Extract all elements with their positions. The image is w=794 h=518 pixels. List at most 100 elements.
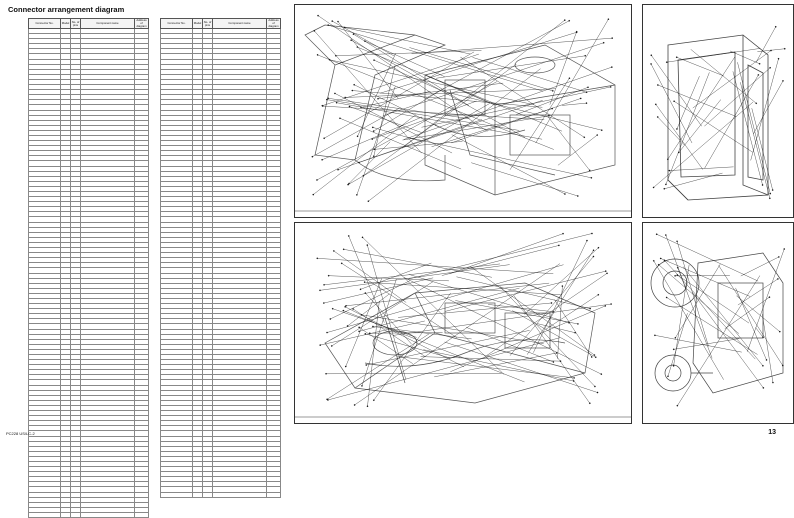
- callout-lines: [312, 15, 613, 202]
- callout-dot: [784, 48, 785, 49]
- callout-line: [355, 264, 560, 405]
- callout-dot: [601, 130, 602, 131]
- diagram-machine-detail: [294, 222, 632, 424]
- callout-line: [452, 135, 565, 194]
- diagram-machine-overview: [294, 4, 632, 218]
- callout-dot: [351, 40, 352, 41]
- callout-line: [704, 68, 770, 126]
- callout-dot: [778, 58, 779, 59]
- callout-dot: [353, 308, 354, 309]
- callout-line: [558, 135, 597, 165]
- callout-line: [537, 324, 575, 333]
- callout-line: [328, 25, 543, 91]
- callout-dot: [314, 30, 315, 31]
- callout-line: [677, 76, 700, 129]
- callout-dot: [676, 128, 677, 129]
- callout-dot: [612, 38, 613, 39]
- callout-dot: [778, 256, 779, 257]
- callout-line: [344, 249, 492, 277]
- callout-dot: [769, 198, 770, 199]
- callout-dot: [589, 170, 590, 171]
- connector-table-left: Connector No. Model No. of pins Componen…: [28, 18, 149, 518]
- callout-dot: [665, 184, 666, 185]
- callout-dot: [782, 365, 783, 366]
- callout-dot: [558, 245, 559, 246]
- callout-dot: [372, 326, 373, 327]
- callout-dot: [664, 188, 665, 189]
- callout-dot: [772, 382, 773, 383]
- callout-dot: [339, 118, 340, 119]
- machine-overview-drawing: [295, 5, 631, 217]
- callout-dot: [595, 357, 596, 358]
- callout-line: [330, 60, 534, 105]
- callout-line: [661, 258, 750, 296]
- callout-line: [664, 173, 722, 189]
- callout-line: [548, 117, 590, 171]
- callout-line: [736, 296, 779, 332]
- callout-dot: [594, 354, 595, 355]
- callout-line: [317, 81, 497, 179]
- callout-dot: [365, 333, 366, 334]
- callout-dot: [770, 67, 771, 68]
- callout-dot: [762, 365, 763, 366]
- callout-line: [679, 100, 721, 153]
- callout-dot: [675, 275, 676, 276]
- callout-dot: [586, 103, 587, 104]
- callout-dot: [779, 331, 780, 332]
- page-number: 13: [768, 429, 776, 436]
- callout-line: [318, 16, 487, 132]
- callout-dot: [568, 322, 569, 323]
- table-cell: [267, 492, 281, 497]
- callout-dot: [759, 63, 760, 64]
- callout-line: [554, 299, 591, 357]
- callout-dot: [650, 63, 651, 64]
- callout-dot: [367, 406, 368, 407]
- table-cell: [193, 492, 203, 497]
- callout-dot: [548, 115, 549, 116]
- callout-line: [324, 264, 500, 285]
- connector-table-right: Connector No. Model No. of pins Componen…: [160, 18, 281, 498]
- callout-dot: [580, 98, 581, 99]
- callout-line: [664, 260, 755, 359]
- callout-line: [425, 21, 569, 99]
- callout-dot: [312, 156, 313, 157]
- callout-dot: [332, 21, 333, 22]
- callout-dot: [373, 131, 374, 132]
- callout-line: [367, 245, 406, 380]
- callout-dot: [377, 98, 378, 99]
- callout-dot: [337, 21, 338, 22]
- callout-dot: [770, 193, 771, 194]
- callout-dot: [361, 385, 362, 386]
- callout-line: [327, 100, 519, 131]
- callout-dot: [772, 189, 773, 190]
- callout-dot: [354, 84, 355, 85]
- callout-dot: [359, 327, 360, 328]
- header-connector-no: Connector No.: [161, 19, 193, 29]
- callout-dot: [777, 278, 778, 279]
- engine-drawing: [643, 223, 793, 423]
- callout-line: [516, 87, 588, 114]
- callout-dot: [782, 80, 783, 81]
- callout-dot: [593, 256, 594, 257]
- table-cell: [29, 512, 61, 517]
- callout-dot: [373, 60, 374, 61]
- callout-dot: [574, 377, 575, 378]
- callout-line: [336, 50, 482, 55]
- callout-dot: [676, 241, 677, 242]
- callout-dot: [553, 361, 554, 362]
- callout-dot: [337, 169, 338, 170]
- callout-line: [514, 296, 590, 403]
- callout-dot: [589, 403, 590, 404]
- callout-dot: [673, 349, 674, 350]
- callout-dot: [564, 20, 565, 21]
- callout-line: [358, 53, 396, 136]
- callout-dot: [322, 105, 323, 106]
- callout-dot: [326, 399, 327, 400]
- callout-line: [349, 142, 390, 184]
- callout-dot: [317, 54, 318, 55]
- callout-dot: [372, 139, 373, 140]
- callout-dot: [770, 50, 771, 51]
- table-row: [161, 492, 281, 497]
- callout-dot: [605, 305, 606, 306]
- callout-dot: [364, 282, 365, 283]
